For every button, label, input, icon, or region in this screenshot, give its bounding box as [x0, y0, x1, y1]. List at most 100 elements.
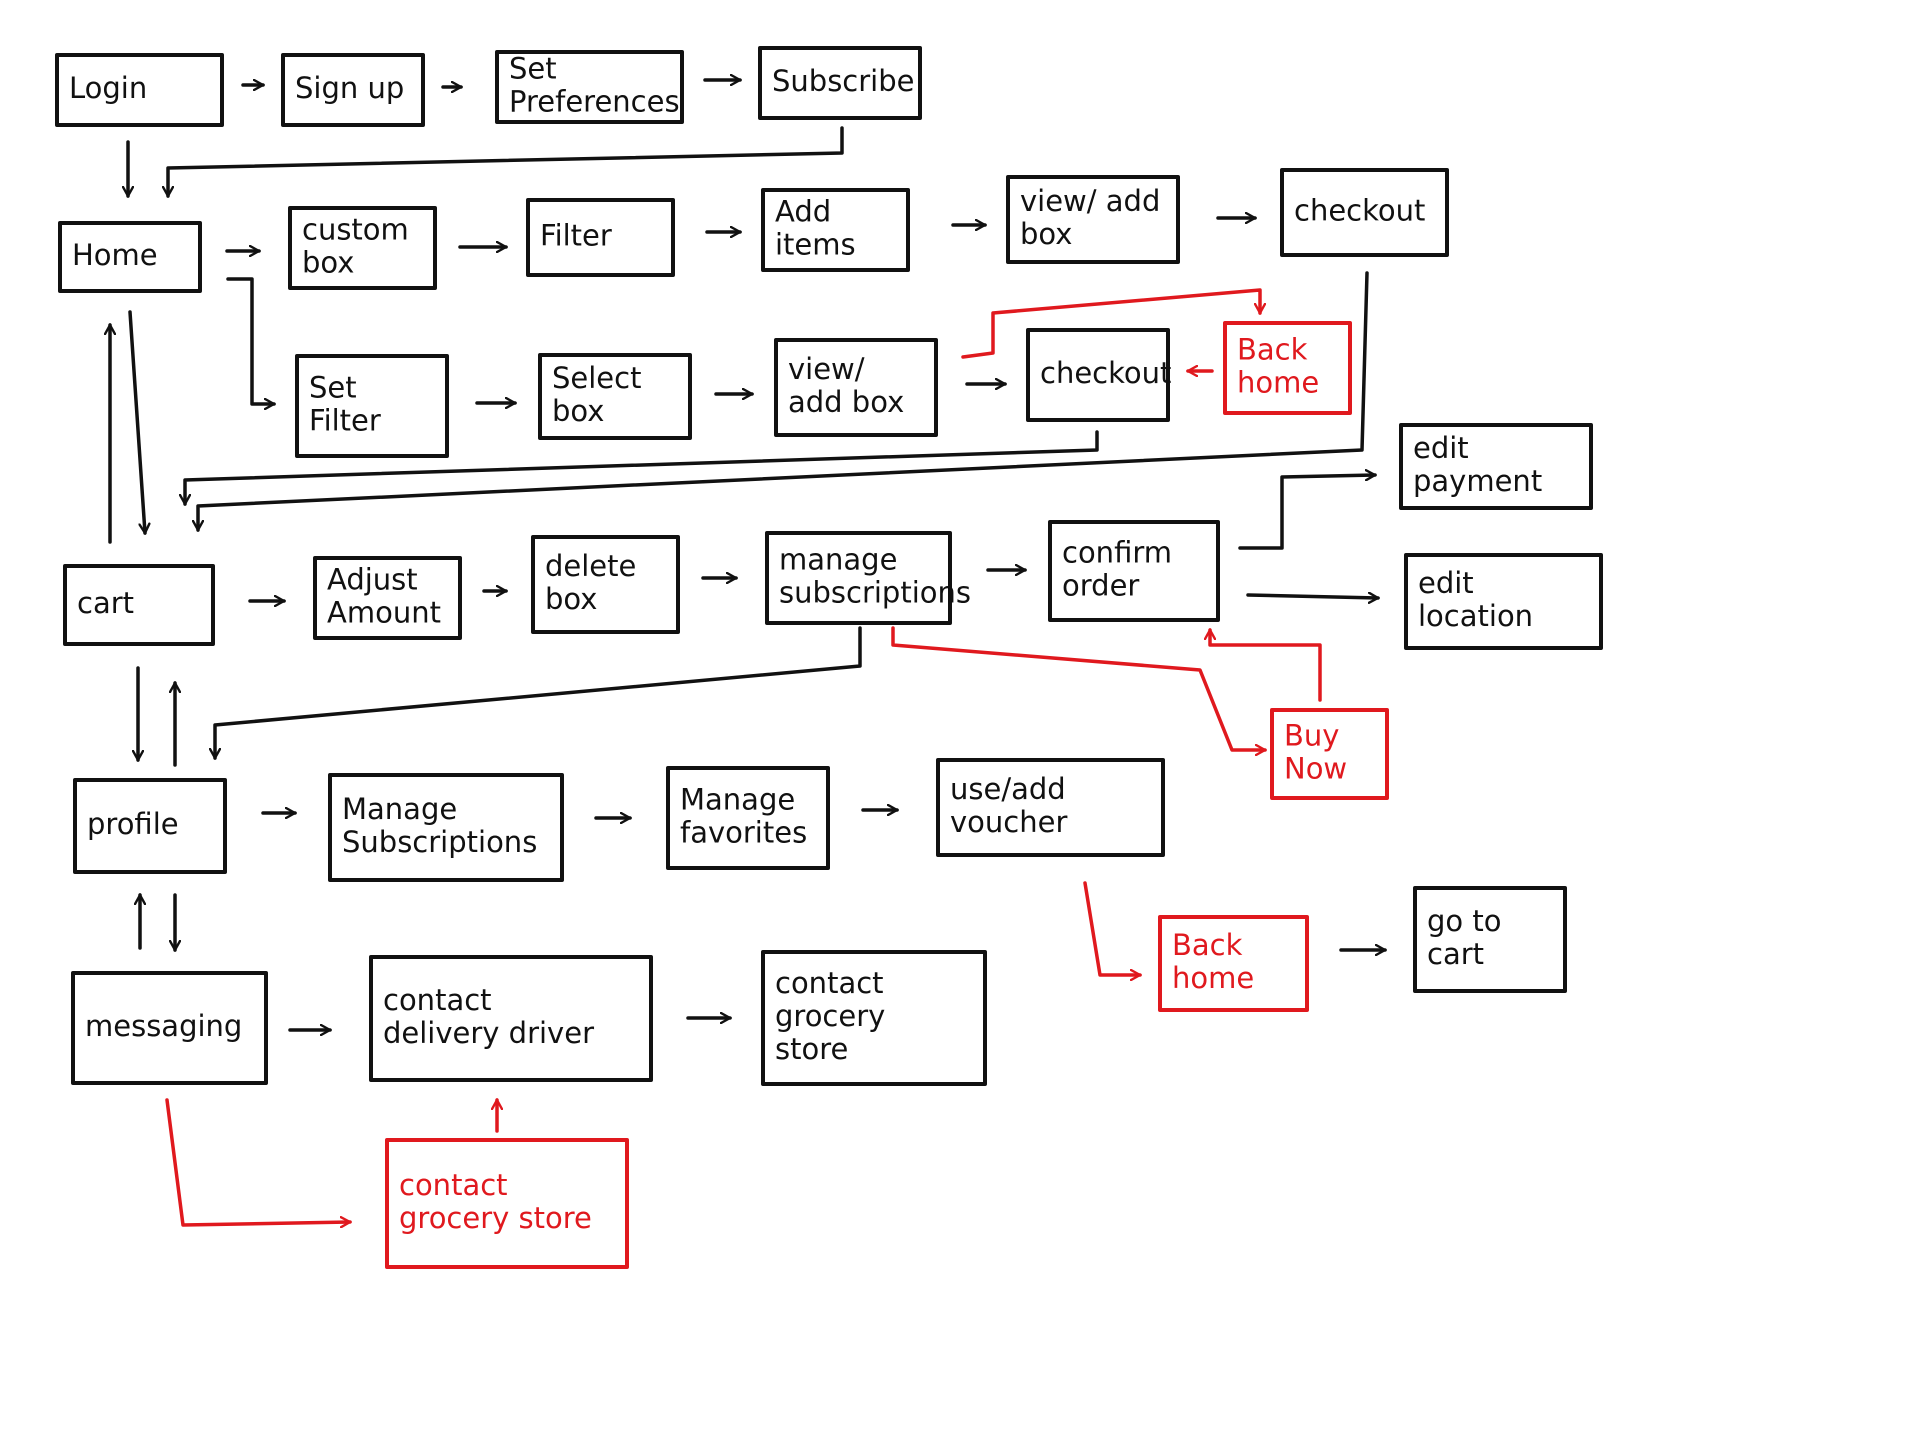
node-custom-box-label: box	[302, 246, 354, 280]
node-edit-payment-label: payment	[1413, 464, 1542, 498]
node-login: Login	[55, 53, 224, 127]
node-set-filter-label: Set	[309, 371, 357, 405]
node-contact-store-1-label: contact	[775, 966, 884, 1000]
node-adjust-amount-label: Amount	[327, 596, 441, 630]
node-profile-box	[73, 778, 227, 874]
node-subscribe-label: Subscribe	[772, 64, 914, 98]
node-checkout-2-label: checkout	[1040, 356, 1171, 390]
node-set-prefs-box	[495, 50, 684, 124]
node-select-box-label: box	[552, 394, 604, 428]
node-buy-now-label: Now	[1284, 752, 1347, 786]
node-back-home-1-box	[1223, 321, 1352, 415]
node-add-items-label: items	[775, 228, 856, 262]
connectors-layer	[110, 80, 1385, 1225]
node-home-label: Home	[72, 238, 158, 272]
arrow-home-to-set-filter	[226, 277, 274, 404]
node-manage-subs-2-label: Subscriptions	[342, 825, 537, 859]
node-use-add-voucher-box	[936, 758, 1165, 857]
node-cart-box	[63, 564, 215, 646]
node-signup: Sign up	[281, 53, 425, 127]
node-back-home-2-box	[1158, 915, 1309, 1012]
node-set-prefs-label: Preferences	[509, 85, 680, 119]
node-cart: cart	[63, 564, 215, 646]
node-filter-label: Filter	[540, 219, 612, 253]
node-custom-box-label: custom	[302, 213, 409, 247]
arrow-manage-subs-1-to-profile	[215, 626, 862, 758]
node-back-home-1-label: Back	[1237, 333, 1308, 367]
node-checkout-1: checkout	[1280, 168, 1449, 257]
node-login-label: Login	[69, 71, 147, 105]
node-confirm-order-label: order	[1062, 569, 1139, 603]
arrow-use-add-voucher-to-back-home-2	[1083, 881, 1140, 975]
node-contact-store-2-label: grocery store	[399, 1201, 592, 1235]
node-view-add-box-2-label: view/	[788, 352, 865, 386]
arrow-home-to-cart	[128, 310, 145, 533]
node-custom-box-box	[288, 206, 437, 290]
node-filter: Filter	[526, 198, 675, 277]
node-view-add-box-2-label: add box	[788, 385, 904, 419]
node-buy-now-box	[1270, 708, 1389, 800]
node-contact-store-1-label: store	[775, 1032, 848, 1066]
node-login-box	[55, 53, 224, 127]
node-go-to-cart-label: cart	[1427, 937, 1484, 971]
node-checkout-1-box	[1280, 168, 1449, 257]
arrow-view-add-box-2-to-back-home-1	[961, 288, 1260, 359]
node-edit-location-label: edit	[1418, 566, 1474, 600]
node-home-box	[58, 221, 202, 293]
node-manage-subs-2-box	[328, 773, 564, 882]
node-cart-label: cart	[77, 586, 134, 620]
node-manage-subs-1-label: manage	[779, 543, 897, 577]
node-confirm-order-label: confirm	[1062, 536, 1172, 570]
node-back-home-1-label: home	[1237, 366, 1319, 400]
node-delete-box-label: delete	[545, 549, 636, 583]
node-delete-box-box	[531, 535, 680, 634]
node-contact-driver-box	[369, 955, 653, 1082]
arrow-subscribe-to-home	[168, 126, 844, 196]
node-messaging-label: messaging	[85, 1009, 242, 1043]
node-set-prefs-label: Set	[509, 52, 557, 86]
node-manage-subs-1-label: subscriptions	[779, 576, 971, 610]
node-use-add-voucher-label: use/add	[950, 772, 1066, 806]
node-select-box-box	[538, 353, 692, 440]
arrow-manage-subs-1-to-buy-now	[891, 626, 1265, 750]
node-signup-label: Sign up	[295, 71, 404, 105]
node-manage-favorites-label: Manage	[680, 783, 795, 817]
node-messaging: messaging	[71, 971, 268, 1085]
node-subscribe: Subscribe	[758, 46, 922, 120]
node-back-home-2-label: Back	[1172, 928, 1243, 962]
node-use-add-voucher-label: voucher	[950, 805, 1067, 839]
arrow-buy-now-to-confirm-order	[1210, 630, 1322, 702]
node-manage-subs-2-label: Manage	[342, 792, 457, 826]
node-edit-payment-label: edit	[1413, 431, 1469, 465]
node-contact-driver-label: delivery driver	[383, 1016, 594, 1050]
node-edit-payment-box	[1399, 423, 1593, 510]
node-checkout-2-box	[1026, 328, 1170, 422]
node-set-filter-label: Filter	[309, 404, 381, 438]
node-adjust-amount-label: Adjust	[327, 563, 418, 597]
arrow-messaging-to-contact-store-2	[165, 1098, 350, 1225]
node-contact-driver-label: contact	[383, 983, 492, 1017]
node-add-items-box	[761, 188, 910, 272]
arrow-checkout-1-to-cart	[198, 271, 1369, 530]
node-subscribe-box	[758, 46, 922, 120]
arrow-checkout-2-to-cart	[185, 430, 1099, 504]
node-contact-store-2-box	[385, 1138, 629, 1269]
node-view-add-box-1-box	[1006, 175, 1180, 264]
